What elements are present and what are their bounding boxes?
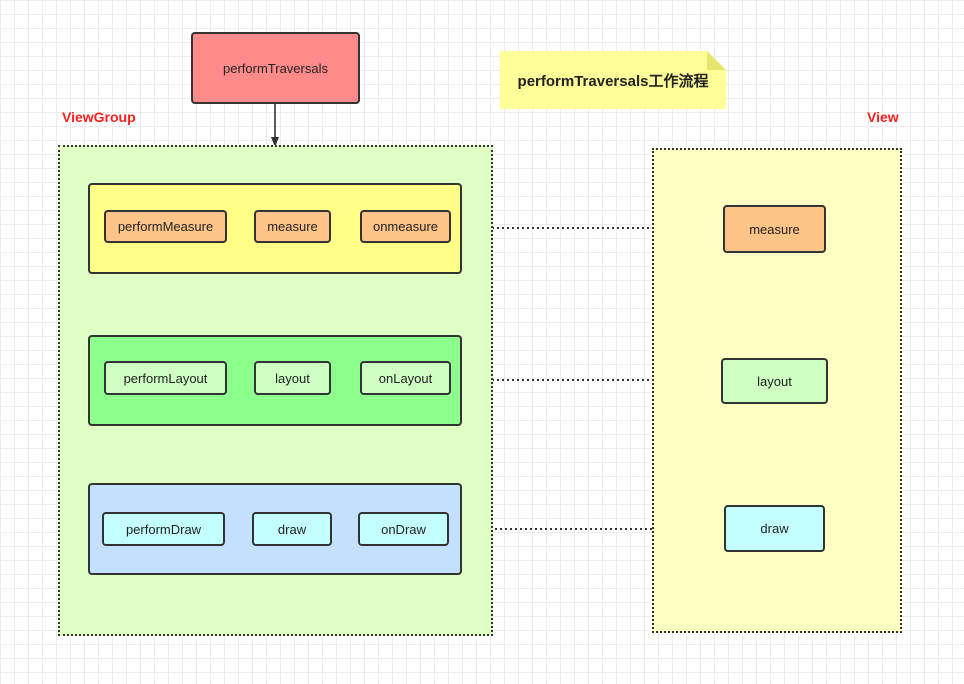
view-label: View [867, 109, 899, 125]
measure-node[interactable]: measure [254, 210, 331, 243]
perform-draw-node[interactable]: performDraw [102, 512, 225, 546]
view-layout-node[interactable]: layout [721, 358, 828, 404]
ondraw-node[interactable]: onDraw [358, 512, 449, 546]
onmeasure-node[interactable]: onmeasure [360, 210, 451, 243]
perform-layout-node[interactable]: performLayout [104, 361, 227, 395]
onlayout-node[interactable]: onLayout [360, 361, 451, 395]
title-note: performTraversals工作流程 [500, 51, 726, 109]
view-draw-node[interactable]: draw [724, 505, 825, 552]
draw-node[interactable]: draw [252, 512, 332, 546]
perform-measure-node[interactable]: performMeasure [104, 210, 227, 243]
note-fold-corner [707, 51, 726, 70]
view-measure-node[interactable]: measure [723, 205, 826, 253]
viewgroup-label: ViewGroup [62, 109, 136, 125]
layout-node[interactable]: layout [254, 361, 331, 395]
perform-traversals-node[interactable]: performTraversals [191, 32, 360, 104]
